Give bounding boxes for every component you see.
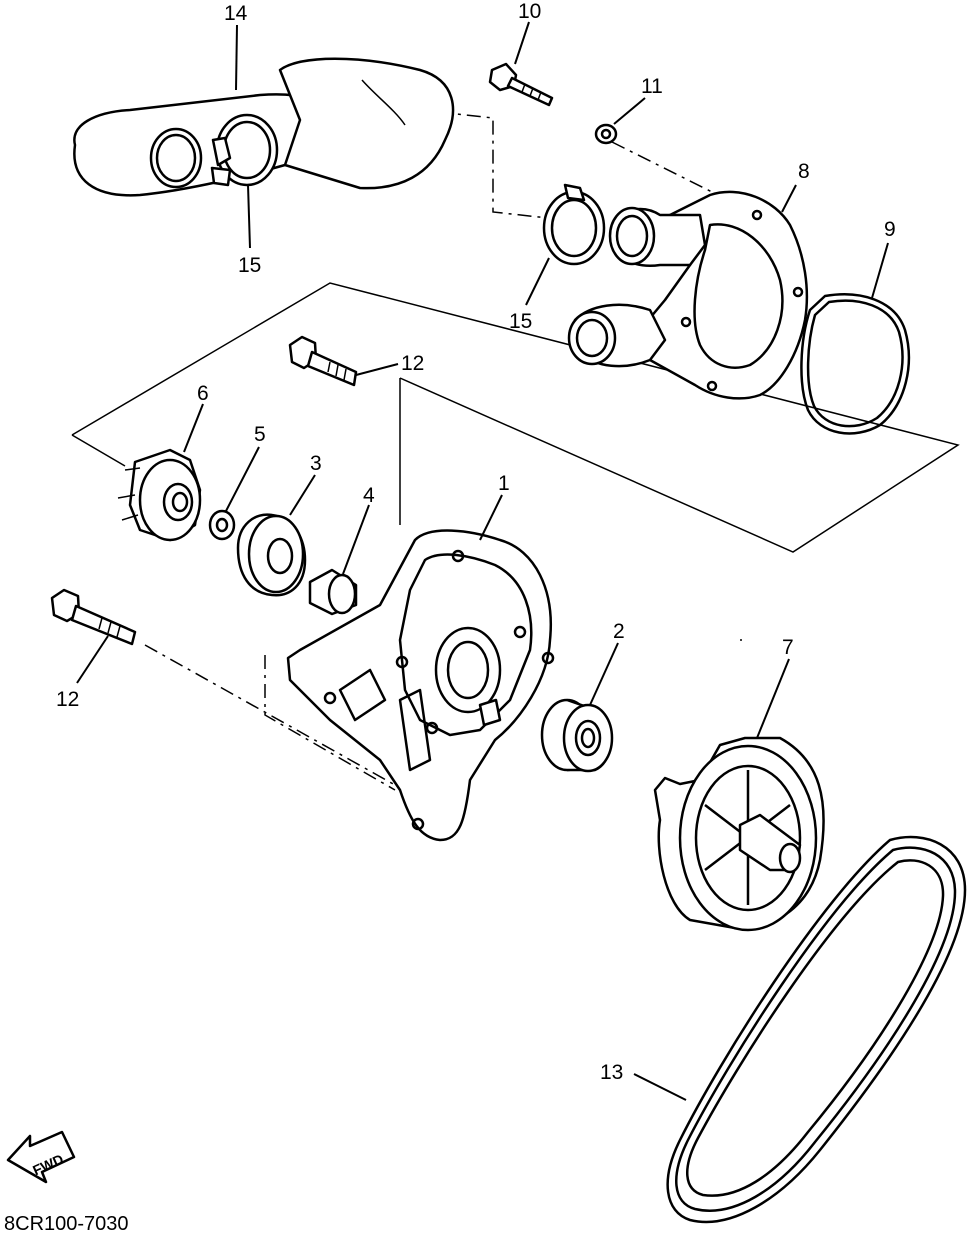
drive-belt-part-13 <box>666 835 967 1224</box>
impeller-part-6 <box>117 448 202 542</box>
pulley-part-7 <box>653 736 825 932</box>
callout-2: 2 <box>613 620 625 643</box>
bolt-part-12-lower <box>50 588 137 646</box>
callout-leaders <box>76 21 889 1101</box>
bolt-part-12-upper <box>288 335 358 387</box>
callout-9: 9 <box>884 218 896 241</box>
pump-cover-part-8 <box>567 190 809 400</box>
callout-3: 3 <box>310 452 322 475</box>
pump-housing-part-1 <box>286 529 555 842</box>
callout-1: 1 <box>498 472 510 495</box>
o-ring-part-9 <box>800 293 911 435</box>
callout-10: 10 <box>518 0 541 23</box>
callout-15-b: 15 <box>509 310 532 333</box>
callout-12-b: 12 <box>56 688 79 711</box>
washer-part-5 <box>208 509 236 541</box>
callout-11: 11 <box>641 75 663 98</box>
mechanical-seal-part-3 <box>236 513 307 597</box>
hose-part-14 <box>73 57 455 197</box>
alignment-lines <box>144 111 742 791</box>
assembly-frame <box>71 282 960 553</box>
callout-12-a: 12 <box>401 352 424 375</box>
callout-6: 6 <box>197 382 209 405</box>
callout-13: 13 <box>600 1061 623 1084</box>
hose-clamp-part-15-b <box>542 183 606 266</box>
washer-part-11 <box>594 123 618 145</box>
bushing-part-4 <box>308 568 358 616</box>
callout-7: 7 <box>782 636 794 659</box>
callout-5: 5 <box>254 423 266 446</box>
callout-14: 14 <box>224 2 248 25</box>
callout-15-a: 15 <box>238 254 261 277</box>
bolt-part-10 <box>488 62 554 107</box>
callout-labels: 14 15 10 11 8 9 15 12 6 5 3 4 1 2 7 12 1… <box>56 0 896 1084</box>
callout-4: 4 <box>363 484 375 507</box>
hose-clamp-part-15-a <box>210 113 279 187</box>
bearing-part-2 <box>540 698 614 773</box>
callout-8: 8 <box>798 160 810 183</box>
diagram-code: 8CR100-7030 <box>4 1213 129 1233</box>
forward-arrow: FWD <box>6 1130 76 1184</box>
